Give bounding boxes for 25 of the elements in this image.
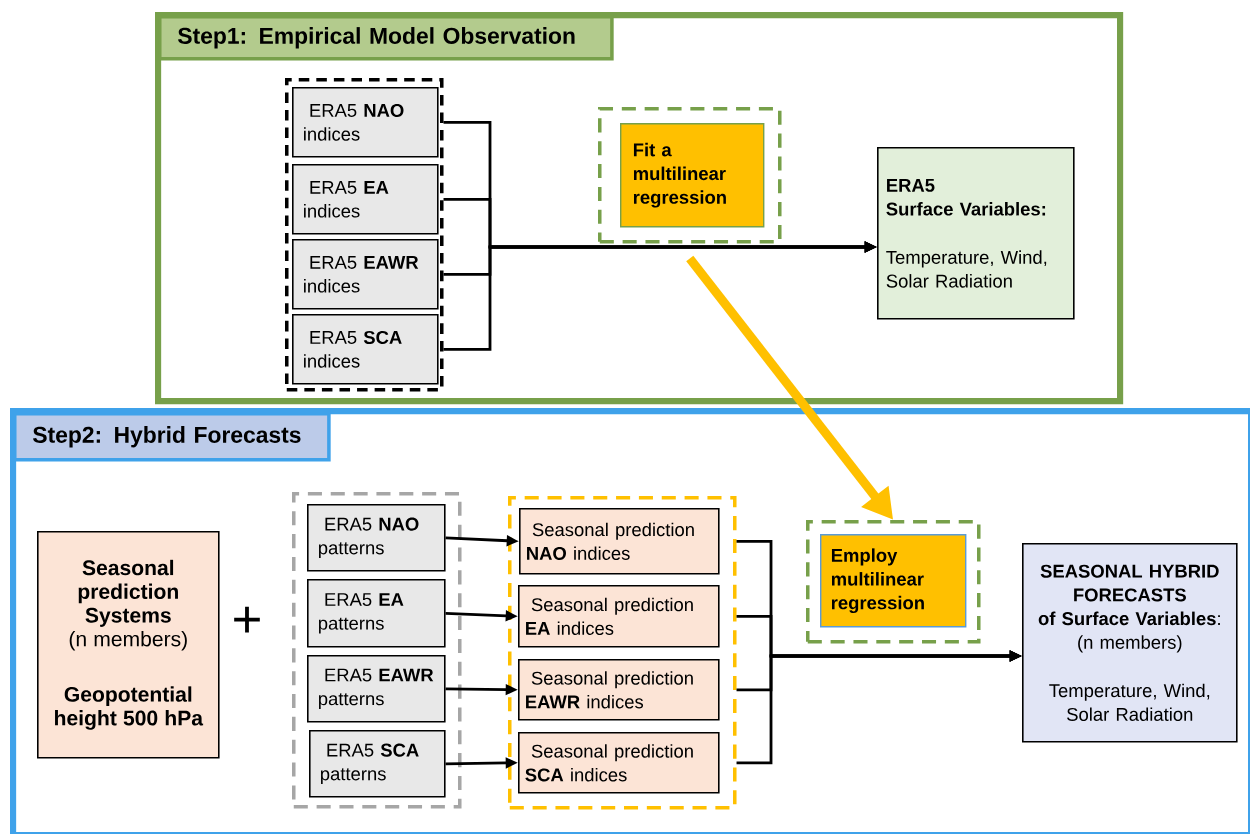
- output-box: ERA5 Surface Variables: Temperature, Wind, Solar Radiation: [877, 147, 1075, 320]
- dashed-group-frame: [806, 520, 981, 644]
- dashed-group-frame: [598, 107, 782, 244]
- pattern-box: ERA5 EA patterns: [307, 579, 446, 648]
- index-box: ERA5 EA indices: [292, 164, 439, 235]
- panel-heading: Step2: Hybrid Forecasts: [13, 412, 331, 462]
- index-box: Seasonal prediction SCA indices: [518, 732, 720, 794]
- regression-box: Employ multilinear regression: [820, 534, 967, 628]
- input-box: Seasonal prediction Systems (n members) Geopotential height 500 hPa: [37, 531, 220, 759]
- pattern-box: ERA5 EAWR patterns: [307, 655, 446, 723]
- index-box: ERA5 SCA indices: [292, 314, 439, 385]
- pattern-box: ERA5 SCA patterns: [309, 730, 446, 798]
- index-box: Seasonal prediction EAWR indices: [518, 659, 720, 721]
- dashed-group-frame: [285, 78, 444, 392]
- regression-box: Fit a multilinear regression: [620, 123, 765, 228]
- index-box: ERA5 EAWR indices: [292, 239, 439, 310]
- plus-sign: +: [234, 606, 260, 633]
- pattern-box: ERA5 NAO patterns: [307, 504, 446, 572]
- index-box: Seasonal prediction EA indices: [518, 585, 720, 648]
- dashed-group-frame: [508, 496, 737, 810]
- dashed-group-frame: [292, 492, 462, 809]
- index-box: Seasonal prediction NAO indices: [519, 508, 720, 575]
- panel-heading: Step1: Empirical Model Observation: [158, 15, 614, 61]
- output-box: SEASONAL HYBRID FORECASTS of Surface Variables: (n members) Temperature, Wind, Solar Radiation: [1022, 543, 1238, 743]
- index-box: ERA5 NAO indices: [292, 87, 439, 158]
